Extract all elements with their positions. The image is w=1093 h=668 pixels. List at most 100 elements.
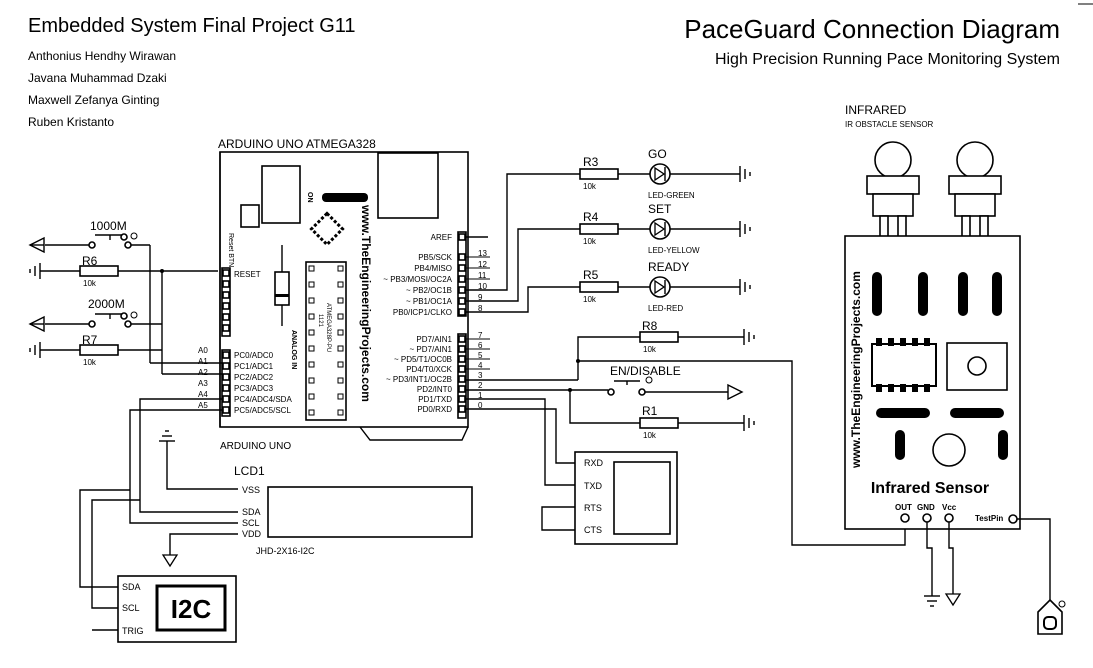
pin-name: PD7/AIN1 [416,335,452,344]
i2c-label: I2C [171,594,212,624]
led-ready-circuit: R5 10k READY LED-RED [579,260,751,313]
diagram-title: PaceGuard Connection Diagram [684,14,1060,44]
r3-value: 10k [583,182,597,191]
sensor-pin-vcc: Vcc [942,503,957,512]
pin-num: 2 [478,381,483,390]
reset-btn-label: Reset BTN [227,233,234,267]
pin-num: 3 [478,371,483,380]
analog-pin-a: A1 [198,357,208,366]
analog-pin-a: A0 [198,346,208,355]
diagram-subtitle: High Precision Running Pace Monitoring S… [715,51,1060,68]
right-input-circuits: R8 10k EN/DISABLE R1 10k [466,319,906,546]
analog-pin-name: PC0/ADC0 [234,351,274,360]
analog-in-label: ANALOG IN [290,330,297,369]
author-4: Ruben Kristanto [28,115,114,129]
board-watermark: www.TheEngineeringProjects.com [359,204,373,402]
serial-pin-rts: RTS [584,503,602,513]
ir-emitter-icon [866,141,920,252]
pin-num: 6 [478,341,483,350]
resistor-r8 [639,331,679,343]
ir-receiver-icon [948,141,1002,252]
reset-button [240,204,260,228]
ground-icon [29,342,41,358]
resistor-r6 [79,265,119,277]
i2c-pin-sda: SDA [122,582,141,592]
ground-icon [739,221,751,237]
en-switch-icon [607,388,615,396]
pin-name: PD1/TXD [418,395,452,404]
switch-1000m-icon [88,241,96,249]
project-title: Embedded System Final Project G11 [28,15,356,37]
lcd-name: LCD1 [234,464,265,478]
r5-value: 10k [583,295,597,304]
led-ready-type: LED-RED [648,304,683,313]
pin-name: PD2/INT0 [417,385,453,394]
switch-1000m-label: 1000M [90,219,127,233]
header: Embedded System Final Project G11 Anthon… [28,3,1093,129]
led-set-label: SET [648,202,672,216]
analog-pin-name: PC4/ADC4/SDA [234,395,292,404]
pin-name: PB5/SCK [418,253,452,262]
sensor-pin-out: OUT [895,503,912,512]
i2c-pin-scl: SCL [122,603,140,613]
on-label: ON [306,192,313,203]
lcd-module: LCD1 VSS SDA SCL VDD JHD-2X16-I2C [159,430,473,568]
power-arrow-icon [944,593,962,607]
ground-icon [159,430,175,442]
lcd-pin-vdd: VDD [242,529,262,539]
en-disable-label: EN/DISABLE [610,364,681,378]
sensor-subtitle: IR OBSTACLE SENSOR [845,120,934,129]
power-jack [377,152,439,219]
switch-2000m-icon [88,320,96,328]
resistor-r3 [579,168,619,180]
pin-name: ~ PB3/MOSI/OC2A [383,275,452,284]
sensor-testpin-label: TestPin [975,514,1003,523]
pin-name: ~ PB1/OC1A [406,297,453,306]
serial-pin-cts: CTS [584,525,602,535]
pin-num: 10 [478,282,487,291]
sensor-pin-gnd: GND [917,503,935,512]
ground-icon [743,415,755,431]
ground-icon [739,166,751,182]
r5-label: R5 [583,268,599,282]
author-3: Maxwell Zefanya Ginting [28,93,159,107]
ground-icon [743,329,755,345]
r3-label: R3 [583,155,599,169]
resistor-r5 [579,281,619,293]
led-ready-label: READY [648,260,689,274]
r8-value: 10k [643,345,657,354]
lcd-pin-sda: SDA [242,507,261,517]
lcd-pin-vss: VSS [242,485,260,495]
pin-num: 11 [478,271,487,280]
author-2: Javana Muhammad Dzaki [28,71,167,85]
analog-pin-a: A4 [198,390,208,399]
i2c-module: SDA SCL TRIG I2C [92,575,237,643]
sensor-watermark: www.TheEngineeringProjects.com [849,271,863,469]
r1-label: R1 [642,404,658,418]
led-go-circuit: R3 10k GO LED-GREEN [579,147,751,200]
r1-value: 10k [643,431,657,440]
i2c-pin-trig: TRIG [122,626,144,636]
analog-pin-a: A5 [198,401,208,410]
led-go-label: GO [648,147,667,161]
switch-2000m-label: 2000M [88,297,125,311]
pin-name: PB4/MISO [414,264,452,273]
led-circuits: R3 10k GO LED-GREEN R4 10k SET LED-YELLO… [466,147,751,313]
led-go-type: LED-GREEN [648,191,695,200]
sensor-title: INFRARED [845,103,907,117]
power-arrow-icon [727,383,744,401]
pin-num: 8 [478,304,483,313]
reset-pin-label: RESET [234,270,261,279]
chip-label: ATMEGA328P-PU [325,303,331,352]
pin-num: 13 [478,249,487,258]
arduino-title: ARDUINO UNO ATMEGA328 [218,137,376,151]
analog-pin-name: PC5/ADC5/SCL [234,406,291,415]
ground-icon [739,279,751,295]
sensor-name: Infrared Sensor [871,480,989,497]
analog-pin-name: PC2/ADC2 [234,373,274,382]
infrared-sensor: INFRARED IR OBSTACLE SENSOR www.TheEngin… [844,103,1066,635]
